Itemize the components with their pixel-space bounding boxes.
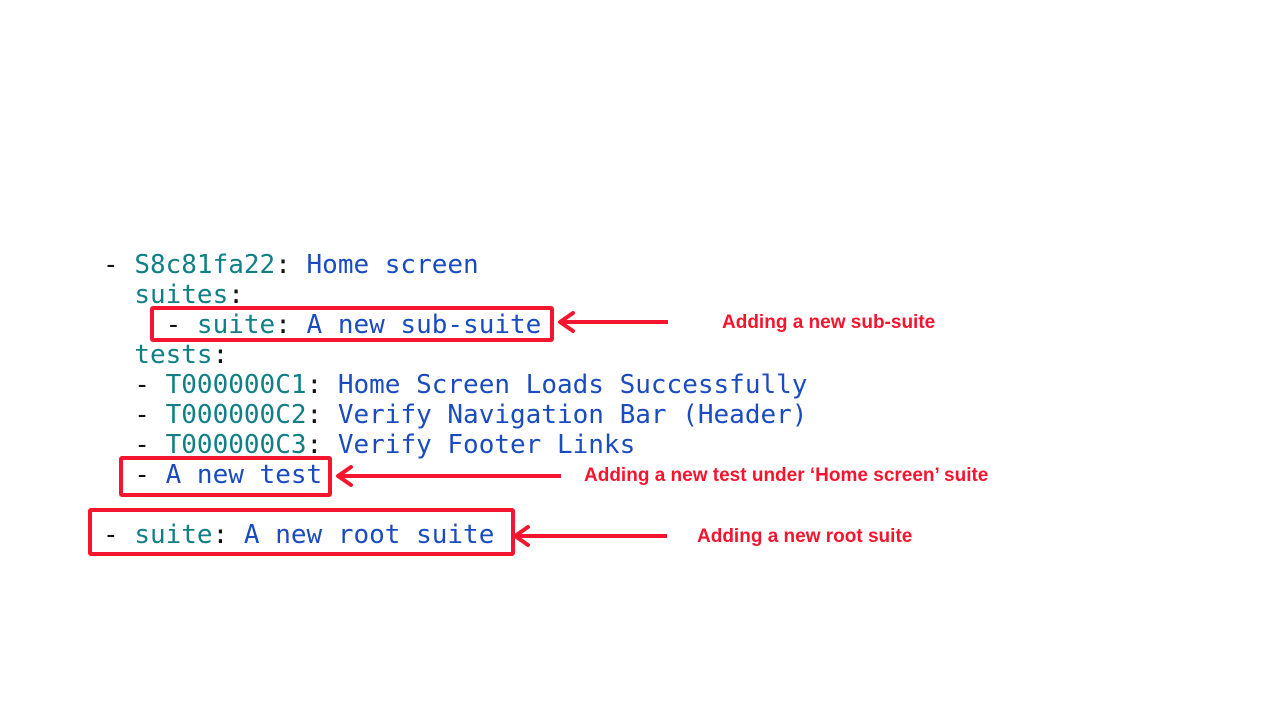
code-line-new-root-suite: - suite: A new root suite <box>103 520 807 550</box>
yaml-value-test-name: Home Screen Loads Successfully <box>337 370 808 400</box>
yaml-value-test-name: Verify Navigation Bar (Header) <box>337 400 808 430</box>
yaml-colon: : <box>275 310 307 340</box>
yaml-dash: - <box>103 520 135 550</box>
yaml-colon: : <box>228 280 244 310</box>
arrow-left-icon <box>558 311 668 333</box>
yaml-value-new-sub-suite: A new sub-suite <box>306 310 542 340</box>
code-line-tests-key: tests: <box>103 340 807 370</box>
yaml-indent <box>103 340 134 370</box>
code-line-suites-key: suites: <box>103 280 807 310</box>
yaml-key-test-id: T000000C3 <box>165 430 307 460</box>
arrow-left-icon <box>511 524 669 548</box>
yaml-key-test-id: T000000C2 <box>165 400 307 430</box>
code-line-test-c3: - T000000C3: Verify Footer Links <box>103 430 807 460</box>
arrow-left-icon <box>334 464 563 488</box>
annotation-label-new-test: Adding a new test under ‘Home screen’ su… <box>584 465 989 486</box>
arrow-left-icon <box>336 465 561 487</box>
yaml-key-suite: suite <box>134 520 213 550</box>
yaml-dash: - <box>103 400 166 430</box>
code-line-test-c1: - T000000C1: Home Screen Loads Successfu… <box>103 370 807 400</box>
annotation-label-sub-suite: Adding a new sub-suite <box>722 312 936 333</box>
yaml-indent <box>103 280 134 310</box>
highlight-box-sub-suite <box>150 306 554 342</box>
yaml-dash: - <box>103 310 197 340</box>
yaml-colon: : <box>306 430 338 460</box>
code-line-new-sub-suite: - suite: A new sub-suite <box>103 310 807 340</box>
yaml-dash: - <box>103 460 166 490</box>
yaml-key-suite: suite <box>196 310 276 340</box>
yaml-dash: - <box>103 370 166 400</box>
yaml-key-tests: tests <box>134 340 213 370</box>
arrow-left-icon <box>513 525 667 547</box>
yaml-dash: - <box>103 250 135 280</box>
yaml-colon: : <box>306 370 338 400</box>
yaml-value-suite-name: Home screen <box>306 250 479 280</box>
yaml-colon: : <box>275 250 307 280</box>
yaml-colon: : <box>212 340 229 370</box>
yaml-colon: : <box>306 400 338 430</box>
highlight-box-new-test <box>119 456 332 497</box>
code-line-test-c2: - T000000C2: Verify Navigation Bar (Head… <box>103 400 807 430</box>
yaml-colon: : <box>212 520 244 550</box>
yaml-dash: - <box>103 430 166 460</box>
yaml-value-new-test: A new test <box>165 460 323 490</box>
arrow-left-icon <box>556 310 670 334</box>
yaml-value-test-name: Verify Footer Links <box>337 430 636 460</box>
yaml-code-block: - S8c81fa22: Home screen suites: - suite… <box>103 250 807 550</box>
code-line-suite-header: - S8c81fa22: Home screen <box>103 250 807 280</box>
yaml-value-new-root-suite: A new root suite <box>243 520 495 550</box>
highlight-box-root-suite <box>88 508 515 556</box>
yaml-key-test-id: T000000C1 <box>165 370 307 400</box>
yaml-key-suite-id: S8c81fa22 <box>134 250 276 280</box>
yaml-key-suites: suites <box>134 280 229 310</box>
code-line-new-test: - A new test <box>103 460 807 490</box>
annotation-label-root-suite: Adding a new root suite <box>697 526 913 547</box>
